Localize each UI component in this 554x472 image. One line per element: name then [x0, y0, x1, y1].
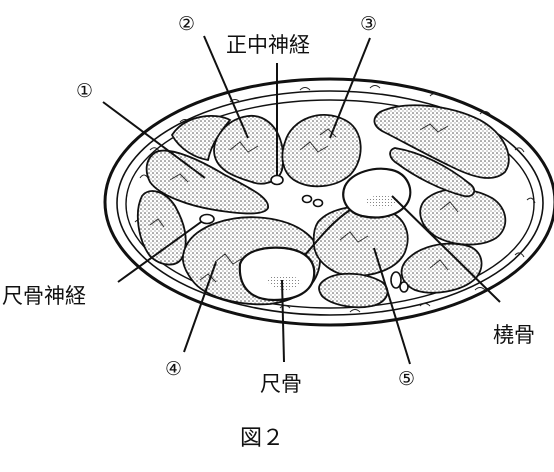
radius-dots [365, 195, 398, 209]
muscle-lower-mid [318, 272, 389, 309]
marker-2: ② [178, 13, 196, 35]
marker-5: ⑤ [398, 368, 416, 390]
muscle-upper-right [373, 104, 510, 179]
muscle-right-strip [389, 147, 476, 198]
leader-ulna [281, 279, 285, 363]
radius-label: 橈骨 [493, 323, 535, 347]
leader-radius [391, 195, 501, 303]
ulna-bone [238, 246, 316, 302]
vessel-3 [390, 271, 402, 289]
marker-3: ③ [360, 13, 378, 35]
marker-1: ① [76, 80, 94, 102]
marker-4: ④ [165, 358, 183, 380]
leader-m2 [203, 35, 249, 139]
muscle-left [136, 190, 187, 266]
leader-m5 [373, 247, 411, 365]
muscle-3 [281, 114, 362, 188]
vessel-1 [301, 194, 313, 204]
ulna-dots [266, 274, 302, 290]
leader-m1 [102, 101, 206, 179]
ulnar-nerve-shape [199, 213, 215, 225]
muscle-1 [145, 149, 269, 215]
vessel-4 [399, 281, 409, 293]
median-nerve-label: 正中神経 [226, 33, 310, 57]
leader-m4 [183, 261, 217, 353]
muscle-5 [312, 205, 409, 277]
muscle-upper-left [170, 114, 232, 162]
ulna-label: 尺骨 [260, 372, 302, 396]
leader-m3 [329, 37, 371, 139]
vessel-2 [312, 198, 324, 208]
radius-bone [342, 167, 412, 219]
leader-ulnar-nerve [117, 221, 202, 283]
median-nerve-shape [270, 174, 284, 186]
muscle-texture [149, 123, 459, 283]
figure-caption: 図２ [240, 426, 285, 451]
interosseous-membrane [304, 209, 351, 256]
ulnar-nerve-label: 尺骨神経 [2, 284, 86, 308]
muscle-2 [213, 115, 285, 185]
skin-inner [116, 90, 544, 316]
